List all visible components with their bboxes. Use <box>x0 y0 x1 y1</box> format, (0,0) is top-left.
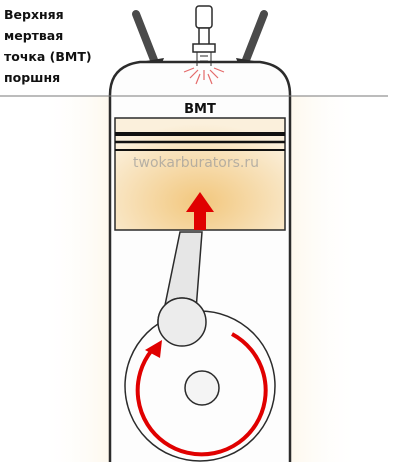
crankshaft <box>124 297 276 462</box>
tdc-caption: Верхняя мертвая точка (ВМТ) поршня <box>4 4 112 88</box>
spark-icon <box>183 67 225 85</box>
up-arrow-icon <box>186 192 214 230</box>
caption-line: мертвая <box>4 28 64 43</box>
spark-plug-icon <box>192 5 216 66</box>
caption-line: поршня <box>4 70 61 85</box>
watermark: twokarburators.ru <box>133 155 259 171</box>
rotation-arrow-icon <box>135 332 268 457</box>
piston-label: ВМТ <box>184 102 216 117</box>
caption-line: точка (ВМТ) <box>4 49 92 64</box>
intake-valve <box>132 10 164 68</box>
caption-line: Верхняя <box>4 7 64 22</box>
exhaust-valve <box>236 10 268 68</box>
